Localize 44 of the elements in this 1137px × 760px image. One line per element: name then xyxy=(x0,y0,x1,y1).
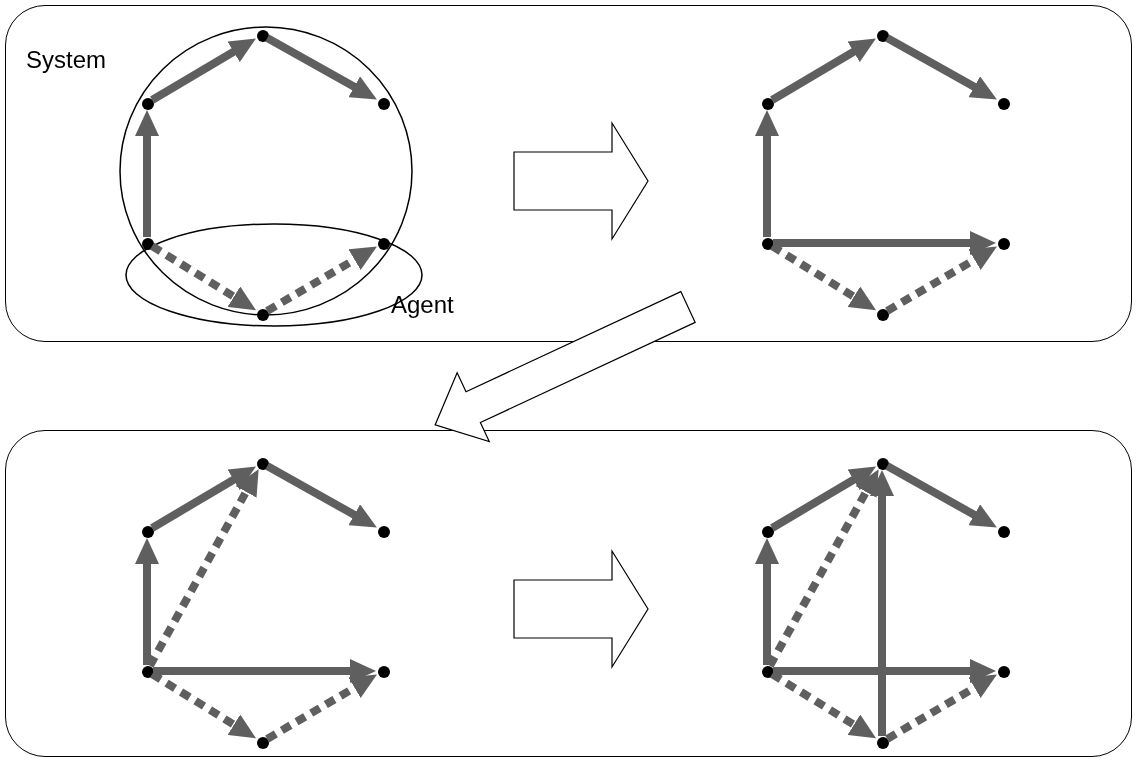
graph-node-dot xyxy=(142,666,154,678)
graph-node-dot xyxy=(257,458,269,470)
graph-node-dot xyxy=(142,526,154,538)
graph-node-dot xyxy=(998,98,1010,110)
graph-node-dot xyxy=(257,737,269,749)
graph-node-dot xyxy=(762,666,774,678)
arrow xyxy=(146,469,259,668)
graph-node-dot xyxy=(142,98,154,110)
graph-node-dot xyxy=(877,458,889,470)
arrow xyxy=(870,470,894,736)
graph-node-dot xyxy=(877,30,889,42)
arrow xyxy=(150,670,257,739)
arrow xyxy=(770,466,876,532)
arrow xyxy=(150,242,257,311)
graph-node-dot xyxy=(378,666,390,678)
arrow xyxy=(770,242,877,311)
graph-node-dot xyxy=(998,526,1010,538)
arrow xyxy=(770,670,877,739)
graph-node-dot xyxy=(762,98,774,110)
arrow xyxy=(755,110,779,237)
graph-node-dot xyxy=(257,309,269,321)
arrow xyxy=(153,659,376,683)
arrow xyxy=(766,469,879,668)
graph-node-dot xyxy=(998,666,1010,678)
graph-node-dot xyxy=(257,30,269,42)
group-label: System xyxy=(26,48,106,72)
arrow xyxy=(773,231,996,255)
arrow xyxy=(755,538,779,665)
graph-node-dot xyxy=(762,526,774,538)
graph-node-dot xyxy=(877,309,889,321)
arrow xyxy=(150,38,256,104)
arrow xyxy=(770,38,876,104)
group-label: Agent xyxy=(391,293,454,317)
arrow xyxy=(150,466,256,532)
graph-node-dot xyxy=(378,98,390,110)
arrow xyxy=(135,110,159,237)
arrow xyxy=(885,674,997,743)
graph-node-dot xyxy=(378,238,390,250)
arrow xyxy=(773,659,996,683)
arrow xyxy=(135,538,159,665)
graph-node-dot xyxy=(762,238,774,250)
graph-node-dot xyxy=(378,526,390,538)
graph-node-dot xyxy=(877,737,889,749)
graph-node-dot xyxy=(998,238,1010,250)
